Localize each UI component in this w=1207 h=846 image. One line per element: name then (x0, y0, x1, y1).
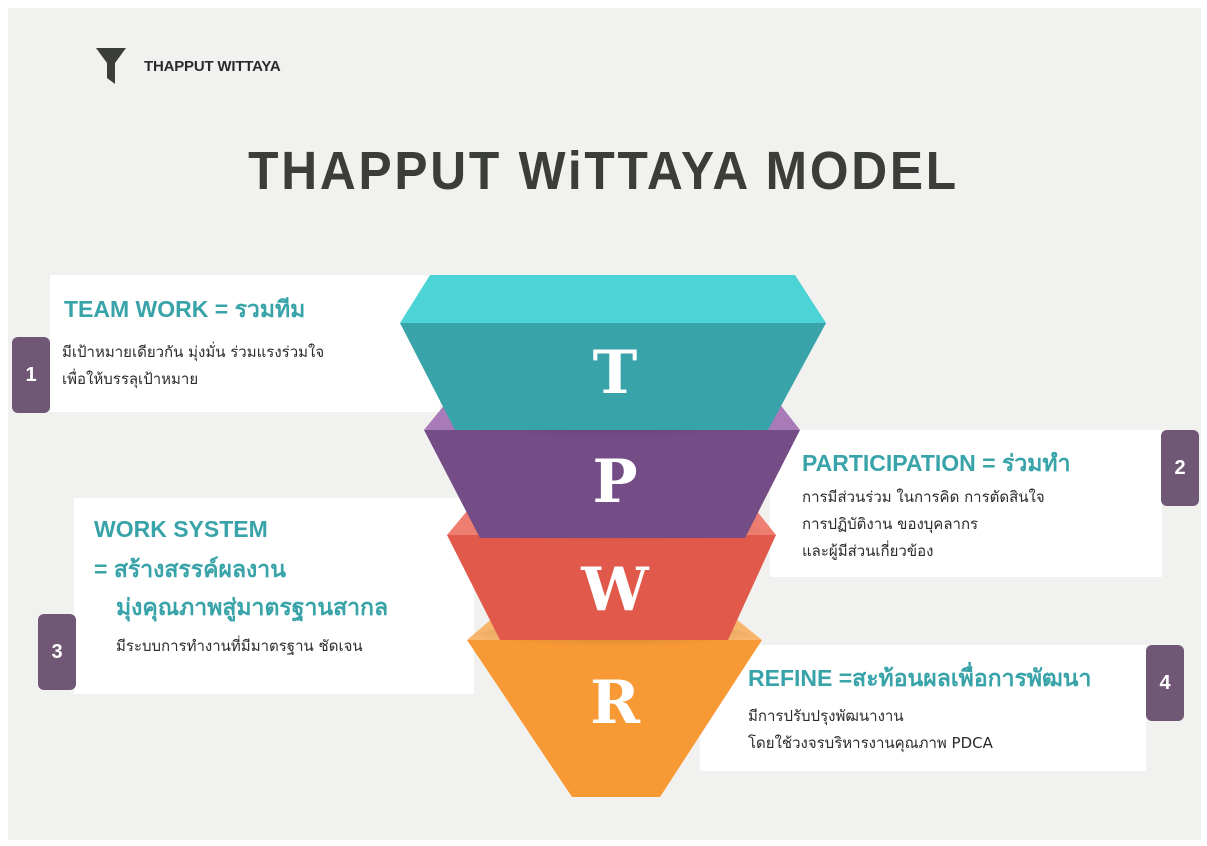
card-refine-line-2: โดยใช้วงจรบริหารงานคุณภาพ PDCA (748, 734, 993, 752)
brand: THAPPUT WITTAYA (96, 48, 281, 84)
step-badge-2: 2 (1161, 430, 1199, 506)
card-refine-heading: REFINE =สะท้อนผลเพื่อการพัฒนา (748, 665, 1092, 691)
page-title: THAPPUT WiTTAYA MODEL (248, 141, 959, 201)
funnel-letter-t: T (592, 338, 638, 408)
card-work-system-heading-1: WORK SYSTEM (94, 516, 268, 542)
card-participation-line-1: การมีส่วนร่วม ในการคิด การตัดสินใจ (802, 488, 1045, 506)
funnel-letter-w: W (581, 555, 649, 625)
funnel-letter-r: R (590, 668, 640, 738)
brand-name: THAPPUT WITTAYA (144, 57, 281, 75)
card-team-work-line-2: เพื่อให้บรรลุเป้าหมาย (62, 370, 199, 388)
step-badge-4: 4 (1146, 645, 1184, 721)
card-work-system-heading-3: มุ่งคุณภาพสู่มาตรฐานสากล (116, 594, 389, 620)
step-badge-3: 3 (38, 614, 76, 690)
card-team-work (50, 275, 440, 412)
card-work-system (74, 498, 474, 694)
step-badge-1: 1 (12, 337, 50, 413)
card-refine-line-1: มีการปรับปรุงพัฒนางาน (748, 707, 904, 725)
card-team-work-heading: TEAM WORK = รวมทีม (64, 296, 306, 322)
card-work-system-line-1: มีระบบการทำงานที่มีมาตรฐาน ชัดเจน (116, 637, 363, 655)
card-team-work-line-1: มีเป้าหมายเดียวกัน มุ่งมั่น ร่วมแรงร่วมใ… (62, 343, 325, 361)
funnel-icon (96, 48, 126, 84)
card-work-system-heading-2: = สร้างสรรค์ผลงาน (94, 556, 286, 582)
card-participation (770, 430, 1162, 577)
card-participation-heading: PARTICIPATION = ร่วมทำ (802, 450, 1071, 476)
card-refine (700, 645, 1146, 771)
card-participation-line-3: และผู้มีส่วนเกี่ยวข้อง (802, 542, 934, 560)
card-participation-line-2: การปฏิบัติงาน ของบุคลากร (802, 515, 979, 533)
funnel-letter-p: P (592, 447, 638, 517)
